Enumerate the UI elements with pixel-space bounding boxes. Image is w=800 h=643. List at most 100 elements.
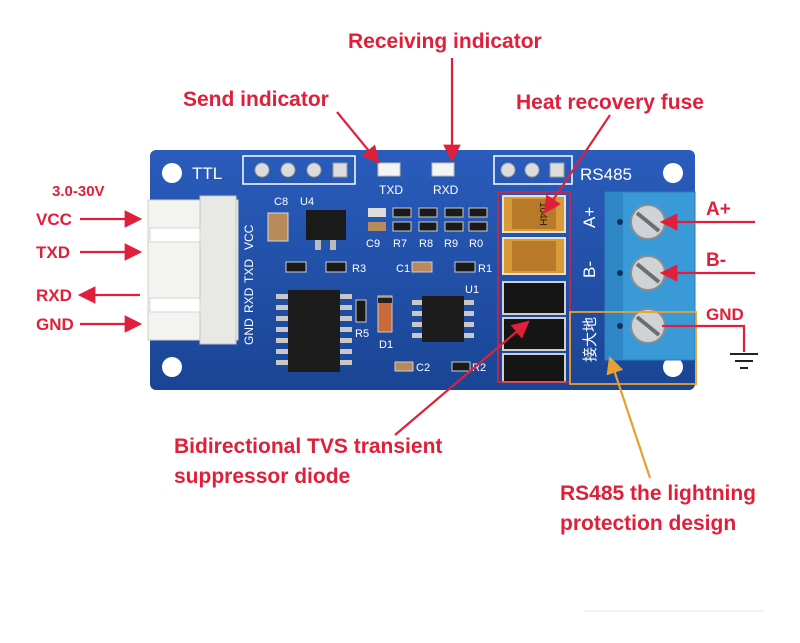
conn-label-txd: TXD — [242, 259, 256, 283]
ttl-pad-4 — [332, 162, 348, 178]
jst-connector-body — [199, 195, 237, 345]
led-rxd — [431, 162, 455, 177]
label-gnd: GND — [36, 315, 74, 334]
smd-r5 — [355, 299, 367, 323]
silk-c2: C2 — [416, 362, 430, 374]
ttl-pad-2 — [280, 162, 296, 178]
terminal-hole-b — [617, 270, 623, 276]
smd-r9b — [444, 221, 464, 232]
smd-r0b — [468, 221, 488, 232]
ttl-pad-3 — [306, 162, 322, 178]
silk-c9: C9 — [366, 238, 380, 250]
smd-r-left — [285, 261, 307, 273]
terminal-block-side — [605, 192, 623, 360]
silk-ttl: TTL — [192, 164, 222, 183]
terminal-screw-a — [630, 204, 666, 240]
conn-label-gnd: GND — [242, 318, 256, 345]
arrow-tvs — [394, 320, 530, 436]
smd-r0 — [468, 207, 488, 218]
conn-label-rxd: RXD — [242, 287, 256, 313]
silk-r1: R1 — [478, 263, 492, 275]
smd-r7 — [392, 207, 412, 218]
silk-c8: C8 — [274, 196, 288, 208]
label-txd: TXD — [36, 243, 70, 262]
jst-latch — [149, 227, 201, 243]
smd-c9b — [368, 222, 386, 231]
ic-u4-tab2 — [330, 240, 336, 250]
silk-txd: TXD — [379, 183, 403, 197]
ic-u1-pins — [412, 300, 474, 338]
label-vcc: VCC — [36, 210, 72, 229]
silk-r5: R5 — [355, 328, 369, 340]
fuse-2-cap — [512, 241, 556, 271]
smd-r8 — [418, 207, 438, 218]
conn-label-vcc: VCC — [242, 224, 256, 250]
tvs-1 — [502, 281, 566, 315]
mount-hole-tl — [162, 163, 182, 183]
rs485-pad-2 — [524, 162, 540, 178]
terminal-screw-gnd — [630, 308, 666, 344]
mount-hole-bl — [162, 357, 182, 377]
silk-r3: R3 — [352, 263, 366, 275]
mount-hole-br — [663, 357, 683, 377]
smd-c2 — [394, 361, 414, 372]
ttl-pad-1 — [254, 162, 270, 178]
label-send-indicator: Send indicator — [183, 88, 329, 111]
ic-u4-tab — [315, 240, 321, 250]
smd-c1 — [411, 261, 433, 273]
label-b-minus: B- — [706, 250, 726, 271]
lightning-highlight-box — [569, 311, 697, 385]
diode-d1-band — [378, 298, 392, 303]
arrow-lightning — [606, 355, 652, 479]
label-tvs-line2: suppressor diode — [174, 465, 350, 488]
ttl-header — [242, 155, 356, 185]
silk-r2: R2 — [472, 362, 486, 374]
rs485-pad-1 — [500, 162, 516, 178]
cap-c8 — [267, 212, 289, 242]
silk-r0: R0 — [469, 238, 483, 250]
smd-r9 — [444, 207, 464, 218]
silk-u1: U1 — [465, 284, 479, 296]
silk-ground-cn: 接大地 — [581, 317, 599, 362]
arrow-fuse — [543, 114, 611, 214]
label-voltage: 3.0-30V — [52, 183, 105, 200]
tvs-3 — [502, 353, 566, 383]
label-receiving-indicator: Receiving indicator — [348, 30, 542, 53]
jst-latch-2 — [149, 297, 201, 313]
silk-b-minus: B- — [580, 261, 599, 278]
silk-d1: D1 — [379, 339, 393, 351]
rs485-pad-3 — [549, 162, 565, 178]
smd-r7b — [392, 221, 412, 232]
smd-r2 — [451, 361, 471, 372]
terminal-screw-b — [630, 255, 666, 291]
silk-r7: R7 — [393, 238, 407, 250]
led-txd — [377, 162, 401, 177]
ic-main — [288, 290, 340, 372]
fuse-highlight-box — [497, 191, 571, 383]
label-a-plus: A+ — [706, 199, 731, 220]
smd-r1 — [454, 261, 476, 273]
silk-r9: R9 — [444, 238, 458, 250]
diode-d1 — [377, 295, 393, 333]
silk-a-plus: A+ — [580, 207, 599, 228]
label-heat-recovery-fuse: Heat recovery fuse — [516, 91, 704, 114]
mount-hole-tr — [663, 163, 683, 183]
fuse-1-marking: 104H — [537, 202, 548, 226]
silk-r8: R8 — [419, 238, 433, 250]
silk-rs485: RS485 — [580, 165, 632, 184]
terminal-hole-a — [617, 219, 623, 225]
silk-c1: C1 — [396, 263, 410, 275]
terminal-hole-gnd — [617, 323, 623, 329]
label-lightning-line1: RS485 the lightning — [560, 482, 756, 505]
ic-u4 — [306, 210, 346, 240]
smd-c9 — [368, 208, 386, 217]
silk-u4: U4 — [300, 196, 314, 208]
smd-r8b — [418, 221, 438, 232]
ic-main-pins — [276, 294, 352, 365]
arrow-send — [336, 111, 380, 164]
label-gnd-right: GND — [706, 305, 744, 324]
gnd-wire — [662, 324, 746, 352]
label-lightning-line2: protection design — [560, 512, 736, 535]
ic-u1 — [422, 296, 464, 342]
